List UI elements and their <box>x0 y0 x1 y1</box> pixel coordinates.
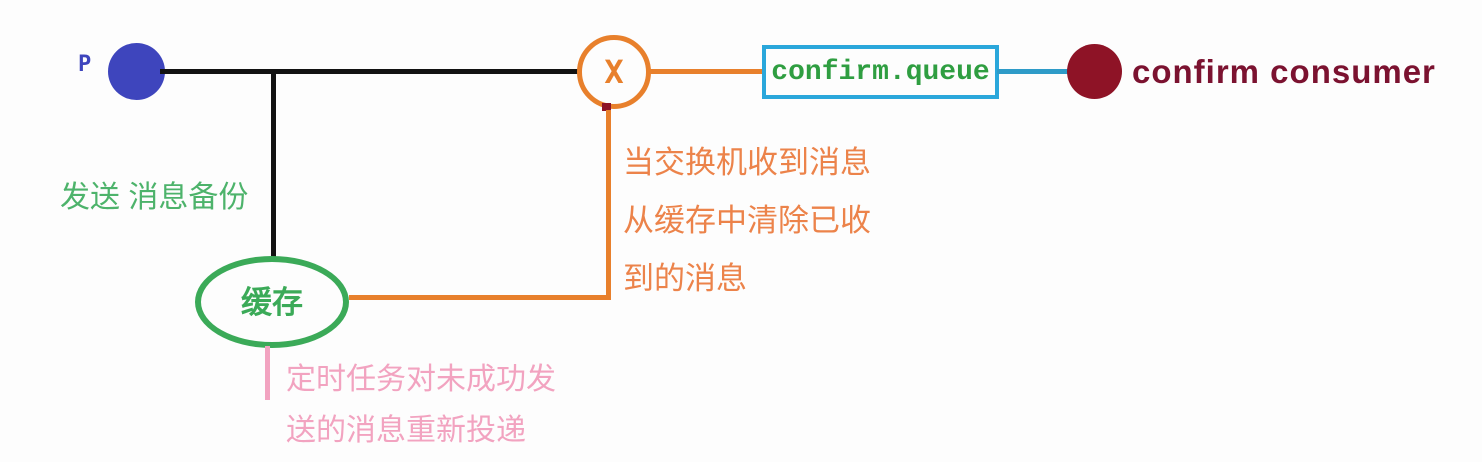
note-retry: 定时任务对未成功发 送的消息重新投递 <box>286 354 556 456</box>
producer-exchange-line <box>160 69 578 74</box>
note-retry-line1: 定时任务对未成功发 <box>286 363 556 396</box>
cache-retry-line <box>265 346 270 400</box>
queue-consumer-line <box>997 69 1070 74</box>
cache-label: 缓存 <box>241 284 303 320</box>
exchange-queue-line <box>649 69 764 74</box>
producer-node <box>108 43 165 100</box>
exchange-label: X <box>604 53 624 91</box>
note-send-backup: 发送 消息备份 <box>60 181 249 214</box>
note-exchange-ack: 当交换机收到消息 从缓存中清除已收 到的消息 <box>623 134 871 308</box>
note-exchange-ack-line2: 从缓存中清除已收 <box>623 203 871 238</box>
exchange-cache-line-horizontal <box>349 295 611 300</box>
note-exchange-ack-line1: 当交换机收到消息 <box>623 145 871 180</box>
producer-cache-branch-line <box>271 71 276 259</box>
note-retry-line2: 送的消息重新投递 <box>286 414 526 447</box>
cache-node: 缓存 <box>195 256 349 348</box>
ack-endpoint-marker <box>602 103 611 111</box>
queue-box: confirm.queue <box>762 45 999 99</box>
note-exchange-ack-line3: 到的消息 <box>623 261 747 296</box>
queue-label: confirm.queue <box>771 56 990 88</box>
consumer-label: confirm consumer <box>1132 53 1436 90</box>
exchange-cache-line-vertical <box>606 110 611 300</box>
consumer-node <box>1067 44 1122 99</box>
producer-label: P <box>78 52 92 77</box>
exchange-node: X <box>577 35 651 109</box>
